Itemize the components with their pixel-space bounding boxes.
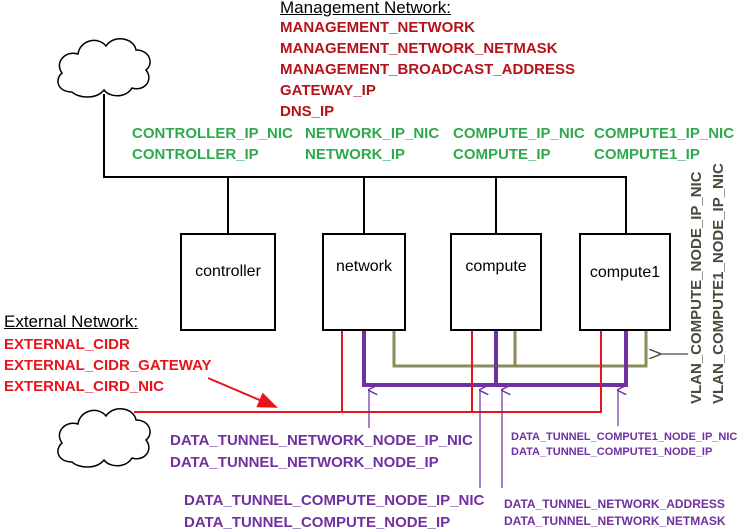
data-tunnel-compute1-node-ip-label: DATA_TUNNEL_COMPUTE1_NODE_IP <box>511 446 713 458</box>
external-cird-nic-line: EXTERNAL_CIRD_NIC <box>4 378 165 395</box>
data-tunnel-network-address-label: DATA_TUNNEL_NETWORK_ADDRESS <box>504 497 725 511</box>
external-cidr-gateway-line: EXTERNAL_CIDR_GATEWAY <box>4 357 212 374</box>
compute1-node-label: compute1 <box>589 264 661 281</box>
vlan-bus <box>392 331 648 368</box>
compute1-node: compute1 <box>579 233 671 331</box>
external-network-heading: External Network: <box>4 312 139 331</box>
data-tunnel-bus <box>362 331 628 387</box>
data-tunnel-compute-node-ip-nic-label: DATA_TUNNEL_COMPUTE_NODE_IP_NIC <box>184 492 485 509</box>
external-cloud-icon <box>57 408 151 468</box>
management-network-line: MANAGEMENT_NETWORK <box>280 19 475 36</box>
data-tunnel-compute-node-ip-label: DATA_TUNNEL_COMPUTE_NODE_IP <box>184 514 451 531</box>
compute-node-label: compute <box>465 258 527 275</box>
compute-node: compute <box>450 233 542 331</box>
compute-ip-label: COMPUTE_IP <box>453 146 551 163</box>
data-tunnel-network-netmask-label: DATA_TUNNEL_NETWORK_NETMASK <box>504 514 726 528</box>
controller-node-label: controller <box>195 263 261 280</box>
compute1-ip-label: COMPUTE1_IP <box>594 146 700 163</box>
vlan-compute1-node-ip-nic-label: VLAN_COMPUTE1_NODE_IP_NIC <box>710 163 727 404</box>
tunnel-pointer-arrows <box>369 390 618 488</box>
compute1-ip-nic-label: COMPUTE1_IP_NIC <box>594 125 735 142</box>
management-network-heading: Management Network: <box>280 0 452 17</box>
compute-ip-nic-label: COMPUTE_IP_NIC <box>453 125 585 142</box>
controller-ip-label: CONTROLLER_IP <box>132 146 259 163</box>
management-network-lines <box>103 94 627 233</box>
gateway-ip-line: GATEWAY_IP <box>280 82 376 99</box>
external-network-lines <box>134 331 602 413</box>
management-broadcast-line: MANAGEMENT_BROADCAST_ADDRESS <box>280 61 576 78</box>
network-ip-label: NETWORK_IP <box>305 146 406 163</box>
dns-ip-line: DNS_IP <box>280 103 335 120</box>
controller-node: controller <box>180 233 276 331</box>
network-node-label: network <box>335 258 393 275</box>
data-tunnel-network-node-ip-nic-label: DATA_TUNNEL_NETWORK_NODE_IP_NIC <box>170 432 473 449</box>
management-cloud-icon <box>57 38 151 98</box>
network-ip-nic-label: NETWORK_IP_NIC <box>305 125 440 142</box>
data-tunnel-network-node-ip-label: DATA_TUNNEL_NETWORK_NODE_IP <box>170 454 439 471</box>
data-tunnel-compute1-node-ip-nic-label: DATA_TUNNEL_COMPUTE1_NODE_IP_NIC <box>511 431 738 443</box>
management-netmask-line: MANAGEMENT_NETWORK_NETMASK <box>280 40 558 57</box>
vlan-compute-node-ip-nic-label: VLAN_COMPUTE_NODE_IP_NIC <box>688 171 705 404</box>
controller-ip-nic-label: CONTROLLER_IP_NIC <box>132 125 293 142</box>
network-node: network <box>322 233 406 331</box>
external-cidr-line: EXTERNAL_CIDR <box>4 336 130 353</box>
